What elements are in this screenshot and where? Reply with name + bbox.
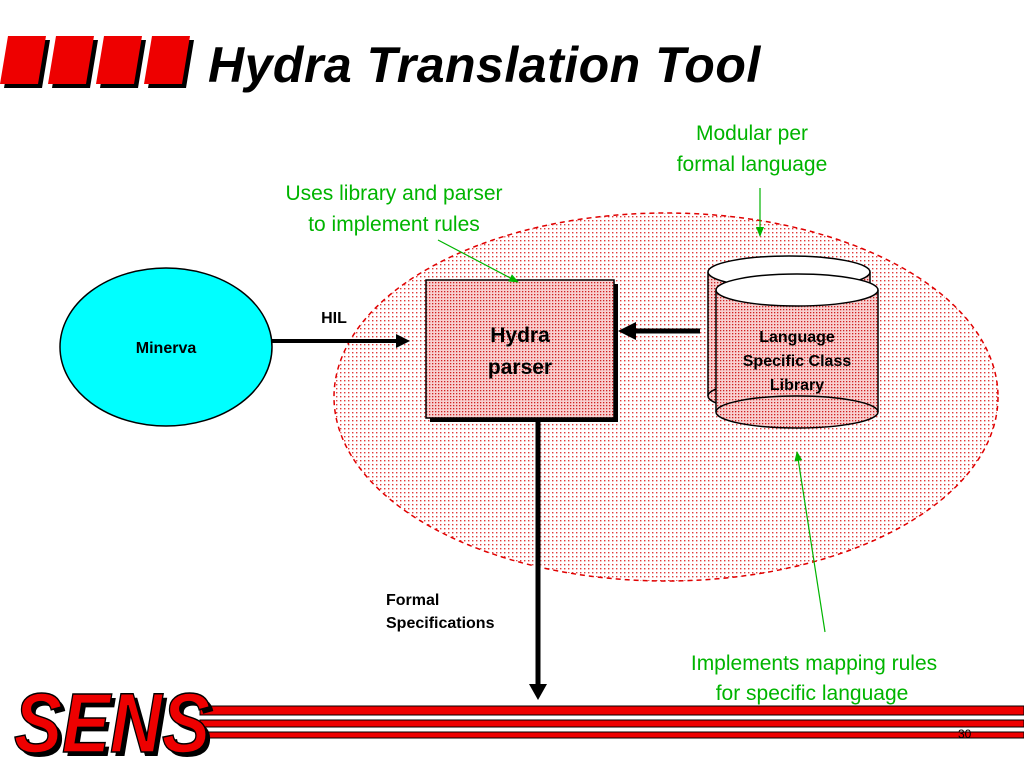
output-label-line1: Formal — [386, 592, 439, 609]
title-bars-decoration — [0, 36, 194, 88]
svg-text:SENS: SENS — [18, 680, 214, 768]
library-label-line1: Language — [759, 329, 835, 346]
uses-library-note-line2: to implement rules — [308, 213, 480, 236]
sens-logo: SENS SENS — [13, 675, 214, 768]
page-number: 30 — [958, 727, 972, 741]
parser-label-line1: Hydra — [490, 324, 550, 347]
parser-label-line2: parser — [488, 356, 552, 379]
slide-title: Hydra Translation Tool — [208, 37, 761, 93]
hydra-parser-box — [425, 279, 615, 419]
modular-note-line2: formal language — [677, 153, 828, 176]
svg-text:SENS: SENS — [14, 676, 210, 768]
implements-pointer — [794, 451, 826, 633]
library-label-line2: Specific Class — [743, 353, 852, 370]
minerva-node — [59, 267, 273, 427]
implements-note-line2: for specific language — [716, 682, 909, 705]
hil-label: HIL — [321, 310, 347, 327]
minerva-label: Minerva — [136, 340, 197, 357]
library-label-line3: Library — [770, 377, 824, 394]
modular-note-line1: Modular per — [696, 122, 808, 145]
footer-stripes — [199, 705, 1024, 739]
implements-note-line1: Implements mapping rules — [691, 652, 937, 675]
output-label-line2: Specifications — [386, 615, 495, 632]
uses-library-pointer — [437, 239, 519, 283]
class-library-cylinder — [715, 273, 879, 429]
uses-library-note-line1: Uses library and parser — [285, 182, 502, 205]
